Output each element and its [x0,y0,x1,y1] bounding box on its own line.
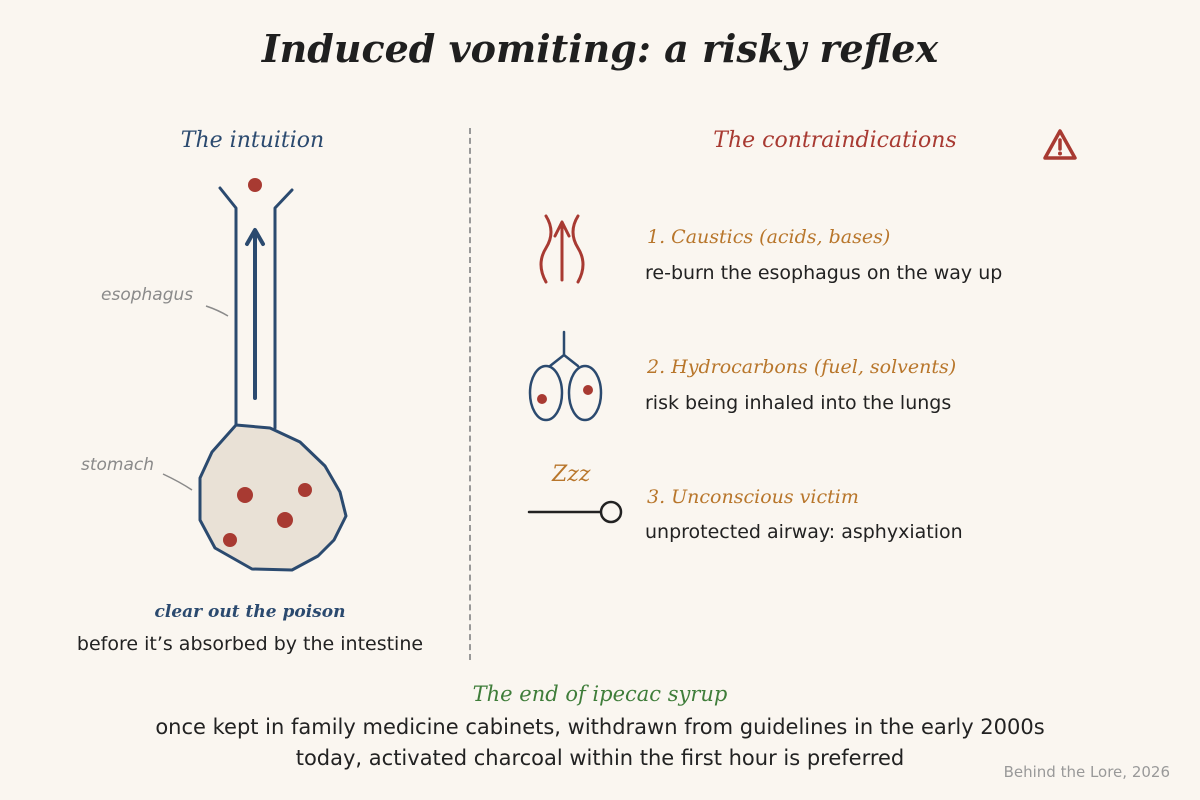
sleep-zzz-text: Zzz [552,462,591,487]
column-divider [469,128,471,660]
contraindication-3-text: unprotected airway: asphyxiation [645,521,963,543]
esophagus-tube [218,186,294,430]
right-heading: The contraindications [713,128,957,153]
bottom-line-1: once kept in family medicine cabinets, w… [155,715,1045,739]
page-title: Induced vomiting: a risky reflex [261,26,939,71]
credit-text: Behind the Lore, 2026 [1003,763,1170,781]
poison-dot [248,178,262,192]
contraindication-2-text: risk being inhaled into the lungs [645,392,952,414]
esophagus-label: esophagus [101,285,193,305]
caustic-waves-icon [539,214,585,284]
poison-dot [277,512,293,528]
contraindication-1-text: re-burn the esophagus on the way up [645,262,1003,284]
contraindication-2-title: 2. Hydrocarbons (fuel, solvents) [647,356,957,378]
up-arrow-icon [245,228,265,400]
stomach-shape [198,423,348,572]
warning-icon [1043,129,1077,160]
contraindication-3-title: 3. Unconscious victim [647,486,859,508]
bottom-title: The end of ipecac syrup [472,682,728,706]
poison-dot [537,394,547,404]
left-caption-text: before it’s absorbed by the intestine [76,633,424,655]
poison-dot [298,483,312,497]
poison-dot [237,487,253,503]
poison-dot [223,533,237,547]
unconscious-person-icon [527,500,623,524]
contraindication-1-title: 1. Caustics (acids, bases) [647,226,891,248]
stomach-label: stomach [81,455,154,475]
poison-dot [583,385,593,395]
stomach-pointer [162,473,193,491]
left-heading: The intuition [180,128,325,153]
left-caption-title: clear out the poison [154,602,346,622]
bottom-line-2: today, activated charcoal within the fir… [295,746,905,770]
lungs-icon [528,330,603,422]
esophagus-pointer [205,305,229,317]
